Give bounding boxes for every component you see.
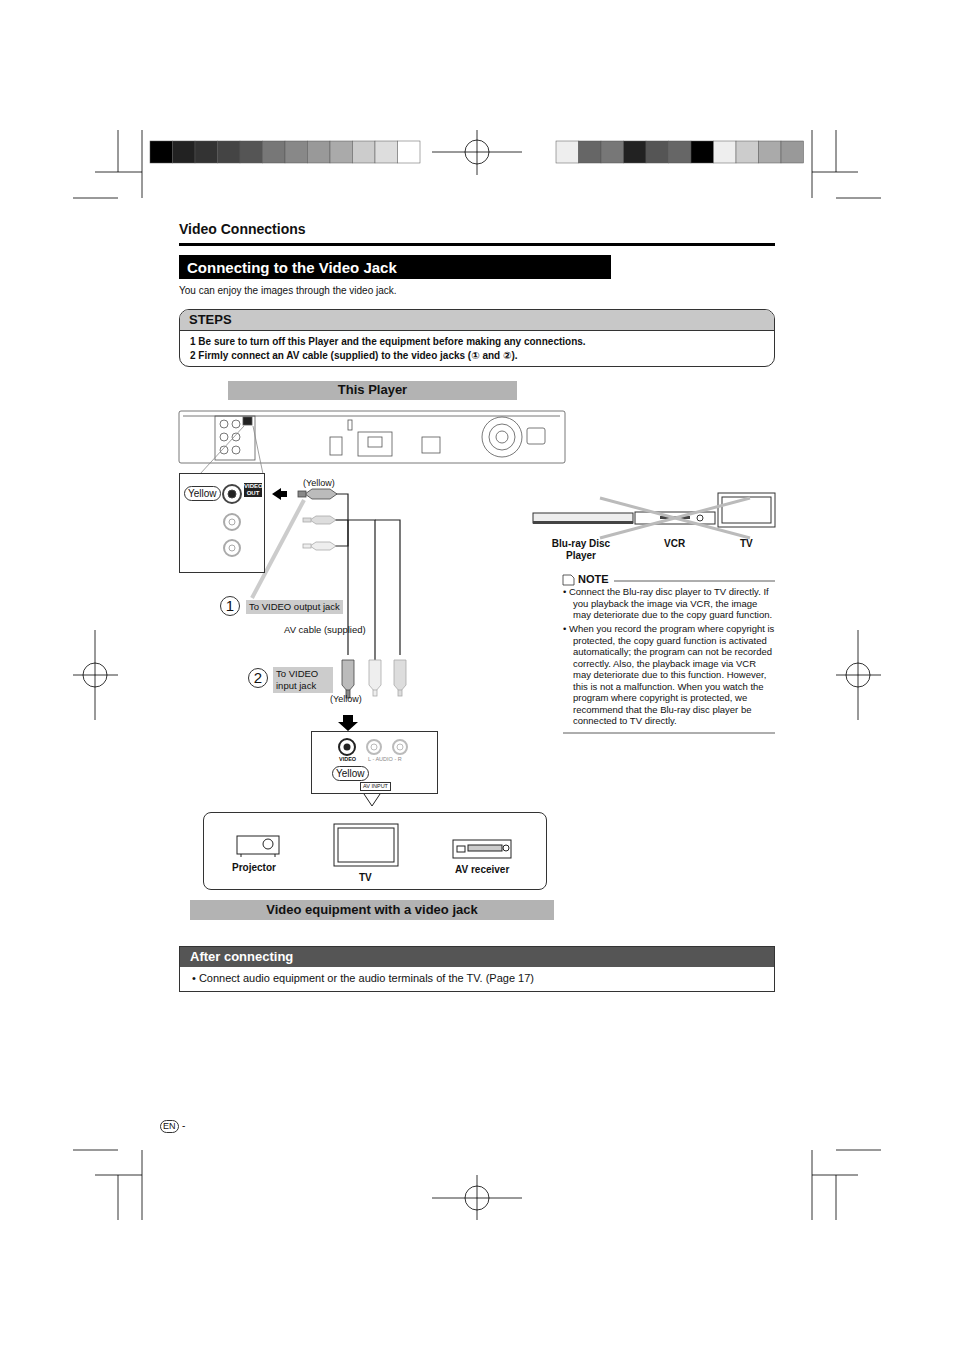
callout-text: To VIDEO input jack xyxy=(273,667,333,693)
section-heading: Video Connections xyxy=(179,221,306,238)
heading-rule xyxy=(179,243,775,246)
jack-label: L - AUDIO - R xyxy=(368,756,402,763)
callout-number: 1 xyxy=(220,596,240,616)
language-badge: EN xyxy=(160,1120,179,1133)
note-rule xyxy=(563,733,775,734)
inset-jacks xyxy=(223,485,241,556)
steps-box: STEPS1 Be sure to turn off this Player a… xyxy=(179,309,775,367)
box-heading: STEPS xyxy=(180,310,774,331)
device-name: Blu-ray Disc Player xyxy=(540,538,622,562)
leader-line xyxy=(252,500,304,598)
player-rear xyxy=(179,411,565,474)
input-jacks xyxy=(339,739,407,755)
section-band: Video equipment with a video jack xyxy=(190,900,554,920)
note-item: • When you record the program where copy… xyxy=(563,623,775,727)
title-band: Connecting to the Video Jack xyxy=(179,255,611,279)
jack-label: VIDEO xyxy=(339,756,356,763)
jack-inset: Yellow VIDEO OUT xyxy=(179,473,265,573)
not-recommended-route xyxy=(533,493,775,538)
note-item: • Connect the Blu-ray disc player to TV … xyxy=(563,586,775,621)
color-tag: Yellow xyxy=(184,486,221,501)
av-cable xyxy=(335,494,400,675)
callout-number: 2 xyxy=(248,668,268,688)
box-heading: After connecting xyxy=(180,947,774,967)
step-text: 1 Be sure to turn off this Player and th… xyxy=(180,331,774,348)
insert-arrow xyxy=(272,488,287,500)
band-title: Connecting to the Video Jack xyxy=(187,258,397,277)
step-text: 2 Firmly connect an AV cable (supplied) … xyxy=(180,348,774,366)
after-box: After connecting• Connect audio equipmen… xyxy=(179,946,775,992)
device-name: VCR xyxy=(664,538,685,550)
color-tag: Yellow xyxy=(332,766,369,781)
color-note: (Yellow) xyxy=(303,477,335,489)
device-name: TV xyxy=(740,538,753,550)
equipment-icons xyxy=(237,824,511,866)
callout-text: To VIDEO output jack xyxy=(246,600,343,614)
page-dash: - xyxy=(182,1120,185,1132)
band-title: This Player xyxy=(228,381,517,398)
jack-label: VIDEO OUT xyxy=(244,483,262,497)
device-name: TV xyxy=(359,871,372,884)
equipment-box: ProjectorTV AV receiver xyxy=(203,812,547,890)
color-note: (Yellow) xyxy=(330,693,362,705)
note-rule xyxy=(614,581,775,582)
note-heading: NOTE xyxy=(578,573,609,585)
device-name: AV receiver xyxy=(455,863,509,876)
print-marks xyxy=(73,130,881,1220)
insert-arrow xyxy=(338,715,358,731)
color-bars xyxy=(150,141,804,163)
callout-tail xyxy=(364,794,380,806)
section-band: This Player xyxy=(228,381,517,400)
panel-label: AV INPUT xyxy=(360,782,391,791)
note-icon xyxy=(563,575,574,585)
band-title: Video equipment with a video jack xyxy=(190,900,554,918)
intro-text: You can enjoy the images through the vid… xyxy=(179,285,397,297)
body-text: • Connect audio equipment or the audio t… xyxy=(180,967,774,990)
cable-label: AV cable (supplied) xyxy=(284,624,366,636)
av-input-panel: VIDEO L - AUDIO - R YellowAV INPUT xyxy=(311,731,438,794)
device-name: Projector xyxy=(232,861,276,874)
